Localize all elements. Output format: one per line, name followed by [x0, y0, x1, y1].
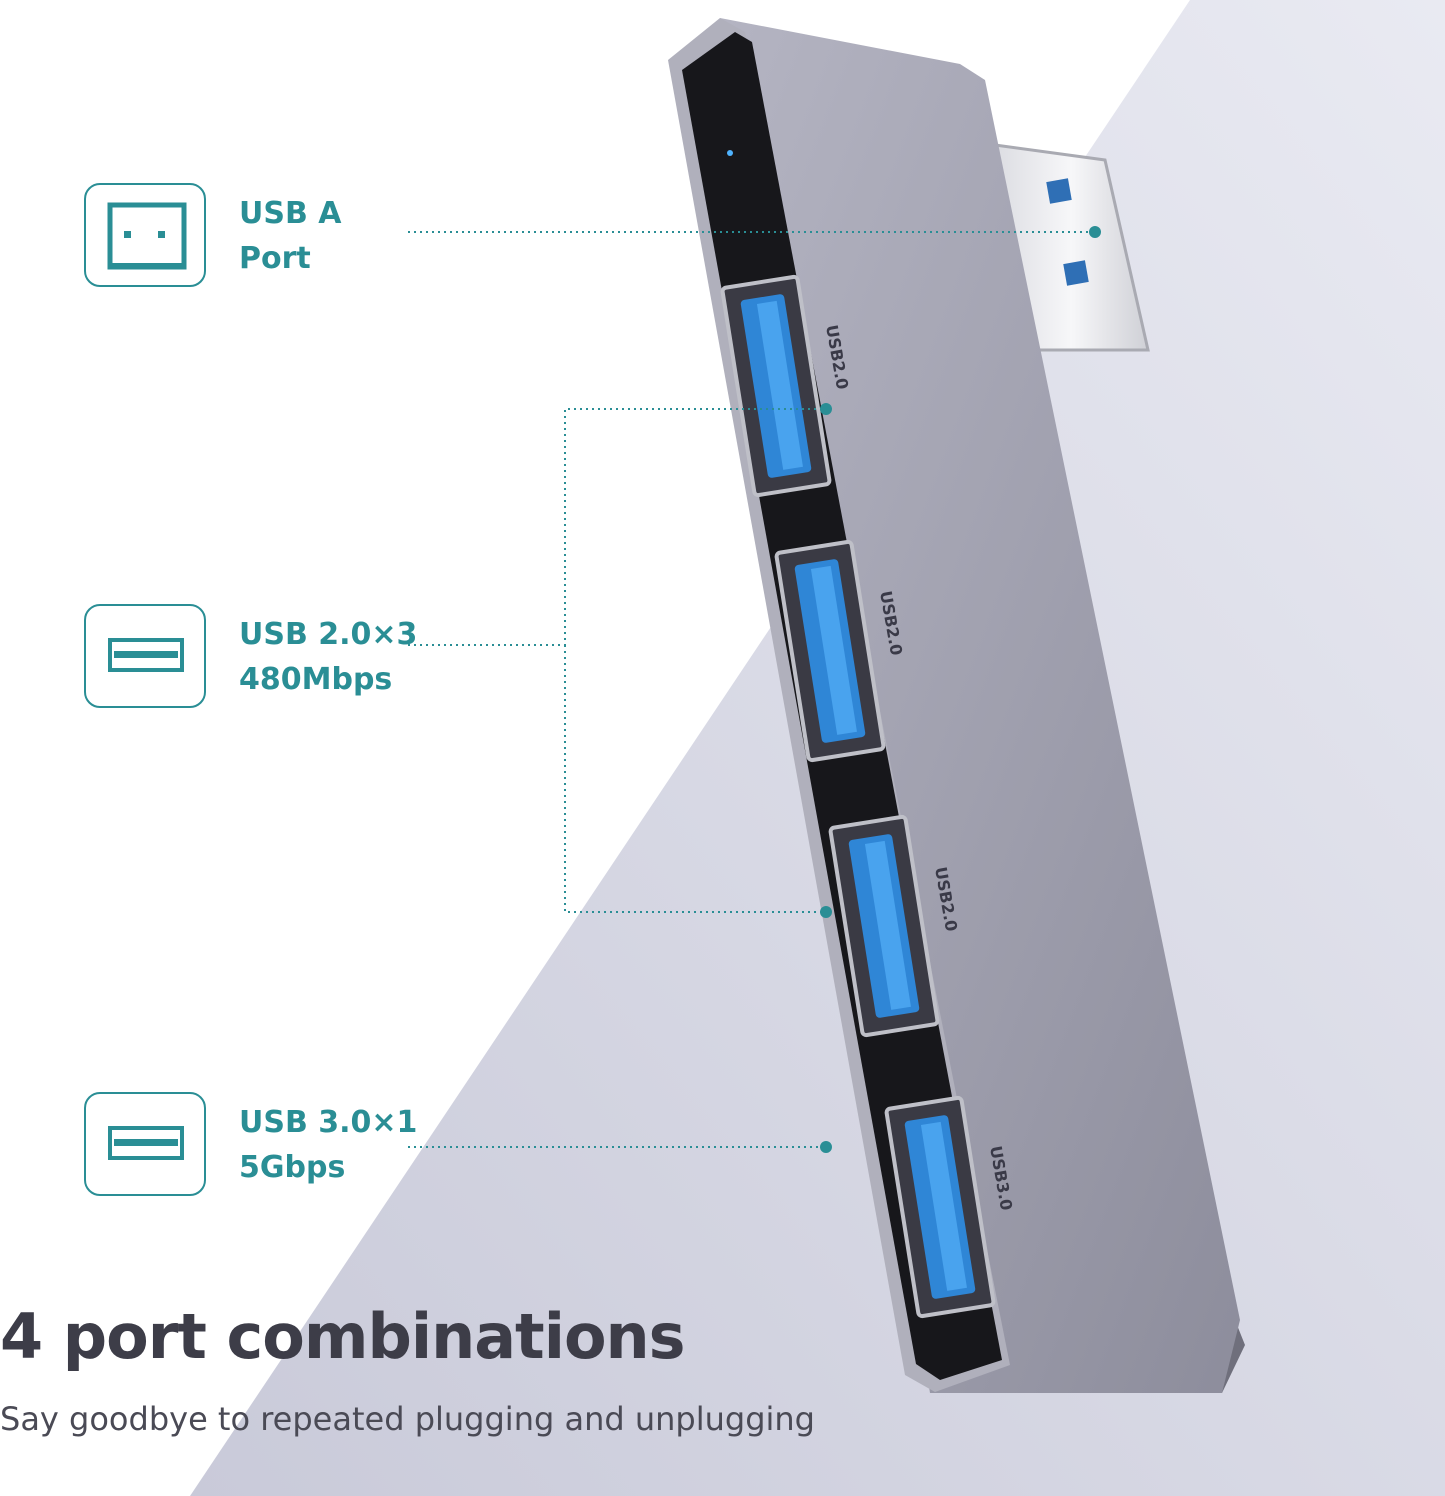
- feature-title: USB 3.0×1: [239, 1105, 418, 1140]
- feature-title: USB A: [239, 196, 342, 231]
- usb-a-port-icon: [84, 183, 206, 287]
- subheadline: Say goodbye to repeated plugging and unp…: [0, 1400, 815, 1438]
- usb-port-3: [828, 814, 940, 1038]
- usb-port-icon: [84, 604, 206, 708]
- usb-port-2: [774, 539, 886, 763]
- headline: 4 port combinations: [0, 1300, 686, 1373]
- usb-a-plug: [993, 143, 1150, 352]
- led-indicator: [727, 150, 733, 156]
- callout-lines: [408, 231, 1095, 1148]
- feature-subtitle: Port: [239, 241, 311, 276]
- feature-title: USB 2.0×3: [239, 617, 418, 652]
- hub-body: [720, 18, 1240, 1393]
- callout-dots: [820, 226, 1101, 1153]
- usb-port-1: [720, 274, 832, 498]
- feature-subtitle: 5Gbps: [239, 1150, 346, 1185]
- feature-subtitle: 480Mbps: [239, 662, 393, 697]
- usb-port-icon: [84, 1092, 206, 1196]
- usb-port-4: [884, 1095, 996, 1319]
